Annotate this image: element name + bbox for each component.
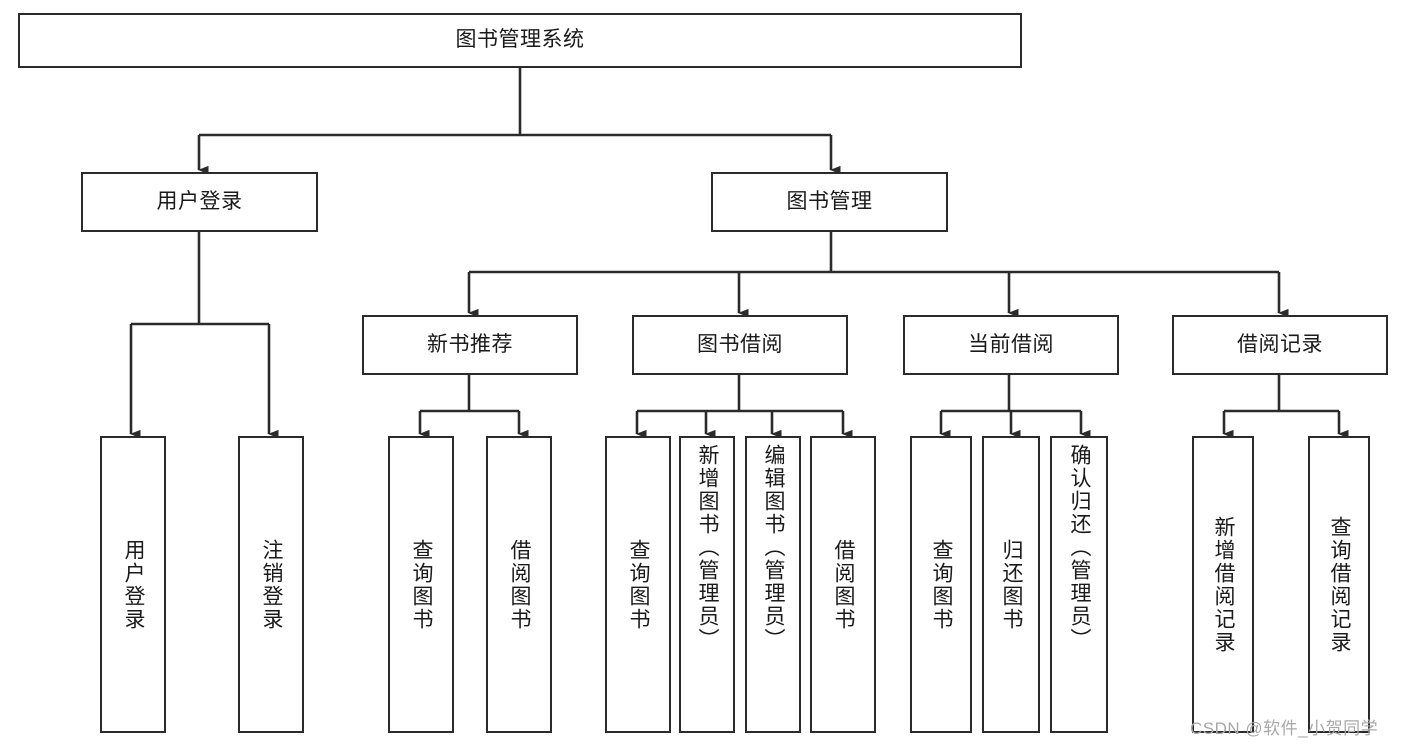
node-user-login[interactable]: 用户登录 [81, 172, 318, 232]
leaf-query-book-2-label: 查询图书 [627, 538, 651, 631]
leaf-borrow-book-2[interactable]: 借阅图书 [810, 436, 876, 733]
node-user-login-label: 用户登录 [156, 189, 243, 213]
leaf-query-record-label: 查询借阅记录 [1328, 515, 1352, 654]
leaf-confirm-return[interactable]: 确认归还（管理员） [1050, 436, 1108, 733]
node-current-borrow[interactable]: 当前借阅 [903, 315, 1119, 375]
node-current-borrow-label: 当前借阅 [968, 332, 1054, 356]
leaf-add-book[interactable]: 新增图书（管理员） [679, 436, 735, 733]
leaf-add-book-label: 新增图书（管理员） [696, 444, 720, 651]
leaf-query-record[interactable]: 查询借阅记录 [1308, 436, 1370, 733]
leaf-edit-book-label: 编辑图书（管理员） [762, 444, 786, 651]
leaf-logout[interactable]: 注销登录 [238, 436, 304, 733]
leaf-return-book-label: 归还图书 [1000, 538, 1024, 631]
leaf-confirm-return-label: 确认归还（管理员） [1068, 444, 1092, 651]
leaf-borrow-book-2-label: 借阅图书 [832, 538, 856, 631]
node-borrow-record[interactable]: 借阅记录 [1172, 315, 1388, 375]
leaf-query-book-3[interactable]: 查询图书 [910, 436, 972, 733]
leaf-borrow-book-1[interactable]: 借阅图书 [486, 436, 552, 733]
leaf-add-record[interactable]: 新增借阅记录 [1192, 436, 1254, 733]
leaf-user-login[interactable]: 用户登录 [100, 436, 166, 733]
node-new-book-rec-label: 新书推荐 [427, 332, 513, 356]
leaf-return-book[interactable]: 归还图书 [982, 436, 1040, 733]
node-book-borrow[interactable]: 图书借阅 [632, 315, 848, 375]
leaf-query-book-2[interactable]: 查询图书 [605, 436, 671, 733]
leaf-query-book-1[interactable]: 查询图书 [388, 436, 454, 733]
leaf-user-login-label: 用户登录 [122, 538, 146, 631]
node-borrow-record-label: 借阅记录 [1237, 332, 1323, 356]
node-new-book-rec[interactable]: 新书推荐 [362, 315, 578, 375]
leaf-edit-book[interactable]: 编辑图书（管理员） [745, 436, 801, 733]
csdn-watermark: CSDN @软件_小贺同学 [1190, 719, 1379, 738]
leaf-borrow-book-1-label: 借阅图书 [508, 538, 532, 631]
node-root[interactable]: 图书管理系统 [18, 13, 1022, 68]
node-book-borrow-label: 图书借阅 [697, 332, 783, 356]
leaf-logout-label: 注销登录 [260, 538, 284, 631]
node-book-manage[interactable]: 图书管理 [711, 172, 948, 232]
leaf-query-book-1-label: 查询图书 [410, 538, 434, 631]
node-root-label: 图书管理系统 [455, 28, 585, 52]
leaf-add-record-label: 新增借阅记录 [1212, 515, 1236, 654]
leaf-query-book-3-label: 查询图书 [930, 538, 954, 631]
node-book-manage-label: 图书管理 [786, 189, 873, 213]
